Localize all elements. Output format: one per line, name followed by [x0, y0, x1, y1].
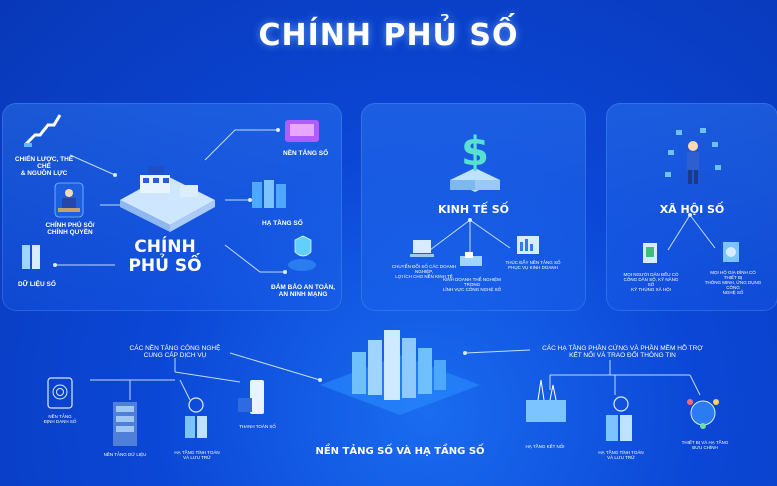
security-label-line2: AN NINH MẠNG	[278, 291, 328, 298]
platform-chart-icon	[517, 236, 539, 254]
platform-icon	[285, 120, 319, 142]
society-item-1-line1: MỌI NGƯỜI DÂN ĐỀU CÓ	[623, 272, 679, 277]
payment-phone-icon	[238, 380, 264, 414]
compute-cloud-icon	[606, 396, 632, 441]
society-item-1-line3: KỸ THÙNG XÃ HỘI	[631, 287, 671, 292]
society-connector-2	[689, 214, 716, 249]
left-item-data: NỀN TẢNG DỮ LIỆU	[100, 452, 150, 457]
right-item-postal-line1: THIẾT BỊ VÀ HẠ TẦNG	[681, 440, 729, 445]
left-caption: CÁC NỀN TẢNG CÔNG NGHỆ CUNG CẤP DỊCH VỤ	[115, 345, 235, 359]
fingerprint-icon	[47, 377, 73, 409]
right-item-network-line1: HẠ TẦNG KẾT NỐI	[525, 444, 565, 449]
economy-item-1-line2: LỢI ÍCH CHO NỀN KINH TẾ	[395, 274, 453, 279]
strategy-label: CHIẾN LƯỢC, THỂ CHẾ & NGUỒN LỰC	[8, 156, 80, 177]
right-from-center	[464, 349, 531, 354]
right-tree	[549, 360, 701, 396]
left-item-identity-line2: ĐỊNH DANH SỐ	[43, 419, 77, 424]
society-item-1-line2: CÔNG DÂN SỐ, KỸ NĂNG SỐ	[623, 277, 679, 287]
left-to-center	[229, 352, 321, 381]
digital-city-icon	[320, 330, 480, 415]
economy-panel	[361, 103, 586, 311]
right-caption-line1: CÁC HẠ TẦNG PHẦN CỨNG VÀ PHẦN MỀM HỖ TRỢ	[542, 345, 703, 352]
cloud-storage-icon	[185, 397, 207, 438]
postal-network-icon	[687, 399, 719, 429]
security-label-line1: ĐẢM BẢO AN TOÀN,	[271, 284, 335, 291]
economy-item-3-line2: PHỤC VỤ KINH DOANH	[508, 265, 558, 270]
economy-title: KINH TẾ SỐ	[438, 203, 509, 216]
center-bottom-label: NỀN TẢNG SỐ VÀ HẠ TẦNG SỐ	[315, 446, 485, 457]
left-item-payment-line1: THANH TOÁN SỐ	[239, 424, 276, 429]
left-tree	[90, 358, 241, 401]
strategy-stairs-icon	[23, 114, 62, 147]
right-caption-line2: KẾT NỐI VÀ TRAO ĐỔI THÔNG TIN	[569, 352, 676, 359]
svg-text:$: $	[461, 129, 489, 175]
right-item-postal-line2: BƯU CHÍNH	[692, 445, 718, 450]
database-server-icon	[113, 402, 137, 446]
govt-label-line2: CHÍNH QUYỀN	[47, 229, 93, 236]
left-item-compute-line2: VÀ LƯU TRỮ	[183, 455, 211, 460]
center-line2: PHỦ SỐ	[128, 256, 202, 276]
right-item-compute-line1: HẠ TẦNG TÍNH TOÁN	[598, 450, 644, 455]
data-label: DỮ LIỆU SỐ	[18, 281, 56, 288]
computer-icon	[410, 240, 434, 257]
infra-label: HẠ TẦNG SỐ	[262, 220, 303, 227]
society-item-2-line1: MỌI HỘ GIA ĐÌNH CÓ THIẾT BỊ	[710, 270, 756, 280]
strategy-label-line1: CHIẾN LƯỢC, THỂ CHẾ	[14, 156, 74, 170]
right-caption: CÁC HẠ TẦNG PHẦN CỨNG VÀ PHẦN MỀM HỖ TRỢ…	[530, 345, 715, 359]
econ-connector-3	[469, 219, 511, 249]
government-building-icon	[120, 166, 215, 232]
right-item-compute-line2: VÀ LƯU TRỮ	[607, 455, 635, 460]
security-connector	[224, 244, 285, 273]
dollar-server-icon: $	[450, 129, 500, 192]
society-panel	[606, 103, 777, 311]
platform-label: NỀN TẢNG SỐ	[283, 150, 329, 157]
society-title: XÃ HỘI SỐ	[659, 203, 725, 216]
infrastructure-icon	[252, 180, 286, 208]
strategy-connector	[69, 154, 116, 176]
left-item-payment: THANH TOÁN SỐ	[235, 424, 280, 429]
govt-label: CHÍNH PHỦ SỐ/ CHÍNH QUYỀN	[40, 222, 100, 236]
economy-item-2-line2: LĨNH VỰC CÔNG NGHỆ SỐ	[442, 287, 502, 292]
economy-item-3: THÚC ĐẨY NỀN TẢNG SỐ PHỤC VỤ KINH DOANH	[505, 260, 561, 270]
society-item-2-line3: NGHỆ SỐ	[722, 290, 744, 295]
economy-item-2: KINH DOANH THỂ NGHIỆM TRONG LĨNH VỰC CÔN…	[440, 277, 504, 292]
economy-item-3-line1: THÚC ĐẨY NỀN TẢNG SỐ	[505, 260, 561, 265]
center-line1: CHÍNH	[134, 237, 196, 257]
right-item-network: HẠ TẦNG KẾT NỐI	[520, 444, 570, 449]
security-shield-icon	[288, 235, 316, 271]
citizen-phone-icon	[643, 243, 657, 263]
platform-connector	[204, 129, 278, 161]
left-caption-line1: CÁC NỀN TẢNG CÔNG NGHỆ	[129, 345, 221, 352]
society-item-2-line2: THÔNG MINH, ỨNG DỤNG CÔNG	[704, 280, 762, 290]
right-item-postal: THIẾT BỊ VÀ HẠ TẦNG BƯU CHÍNH	[680, 440, 730, 450]
network-tower-icon	[526, 379, 566, 422]
government-center-label: CHÍNH PHỦ SỐ	[120, 238, 210, 276]
government-official-icon	[54, 182, 84, 218]
left-item-compute-line1: HẠ TẦNG TÍNH TOÁN	[174, 450, 220, 455]
left-item-identity: NỀN TẢNG ĐỊNH DANH SỐ	[40, 414, 80, 424]
page-title: CHÍNH PHỦ SỐ	[258, 18, 519, 53]
left-item-identity-line1: NỀN TẢNG	[48, 414, 72, 419]
economy-item-1-line1: CHUYỂN ĐỔI SỐ CÁC DOANH NGHIỆP,	[391, 264, 457, 274]
economy-item-2-line1: KINH DOANH THỂ NGHIỆM TRONG	[443, 277, 501, 287]
person-network-icon	[665, 128, 721, 184]
left-item-compute: HẠ TẦNG TÍNH TOÁN VÀ LƯU TRỮ	[172, 450, 222, 460]
govt-label-line1: CHÍNH PHỦ SỐ/	[45, 222, 95, 229]
devices-icon	[460, 252, 482, 266]
strategy-label-line2: & NGUỒN LỰC	[20, 170, 68, 177]
econ-connector-1	[429, 219, 471, 251]
left-caption-line2: CUNG CẤP DỊCH VỤ	[143, 352, 207, 359]
society-item-1: MỌI NGƯỜI DÂN ĐỀU CÓ CÔNG DÂN SỐ, KỸ NĂN…	[622, 272, 680, 292]
society-item-2: MỌI HỘ GIA ĐÌNH CÓ THIẾT BỊ THÔNG MINH, …	[704, 270, 762, 295]
society-connector-1	[667, 214, 691, 251]
data-server-icon	[22, 245, 40, 269]
security-label: ĐẢM BẢO AN TOÀN, AN NINH MẠNG	[268, 284, 338, 298]
right-item-compute: HẠ TẦNG TÍNH TOÁN VÀ LƯU TRỮ	[596, 450, 646, 460]
left-item-data-line1: NỀN TẢNG DỮ LIỆU	[103, 452, 147, 457]
economy-item-1: CHUYỂN ĐỔI SỐ CÁC DOANH NGHIỆP, LỢI ÍCH …	[388, 264, 460, 279]
smart-home-icon	[723, 242, 739, 262]
